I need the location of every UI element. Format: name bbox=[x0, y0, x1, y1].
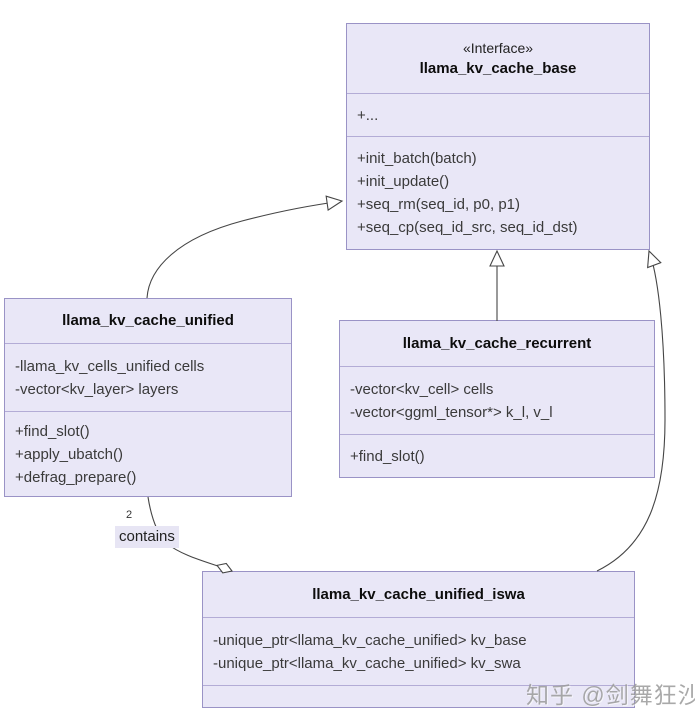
attributes-section: -vector<kv_cell> cells -vector<ggml_tens… bbox=[340, 366, 654, 434]
multiplicity-label: 2 bbox=[126, 509, 133, 521]
class-box-llama_kv_cache_recurrent: llama_kv_cache_recurrent -vector<kv_cell… bbox=[339, 320, 655, 478]
methods-section-empty bbox=[203, 685, 634, 707]
inheritance-arrow-unified-to-base bbox=[146, 195, 344, 299]
attribute-line: -unique_ptr<llama_kv_cache_unified> kv_s… bbox=[213, 654, 521, 672]
attribute-line: -vector<kv_cell> cells bbox=[350, 380, 494, 398]
method-line: +apply_ubatch() bbox=[15, 445, 123, 463]
method-line: +seq_rm(seq_id, p0, p1) bbox=[357, 196, 521, 213]
class-header: llama_kv_cache_unified bbox=[5, 299, 291, 343]
attributes-section: +... bbox=[347, 93, 649, 136]
class-header: llama_kv_cache_unified_iswa bbox=[203, 572, 634, 617]
class-box-llama_kv_cache_unified_iswa: llama_kv_cache_unified_iswa -unique_ptr<… bbox=[202, 571, 635, 708]
watermark-text: 知乎 @剑舞狂沙 bbox=[526, 682, 695, 708]
class-box-llama_kv_cache_base: «Interface» llama_kv_cache_base +... +in… bbox=[346, 23, 650, 250]
method-line: +init_batch(batch) bbox=[357, 150, 477, 167]
class-header: llama_kv_cache_recurrent bbox=[340, 321, 654, 366]
methods-section: +find_slot() bbox=[340, 434, 654, 477]
attribute-line: -vector<kv_layer> layers bbox=[15, 380, 179, 398]
attributes-section: -llama_kv_cells_unified cells -vector<kv… bbox=[5, 343, 291, 411]
methods-section: +init_batch(batch) +init_update() +seq_r… bbox=[347, 136, 649, 249]
attribute-line: +... bbox=[357, 106, 379, 124]
stereotype-label: «Interface» bbox=[462, 39, 534, 56]
method-line: +find_slot() bbox=[15, 422, 90, 440]
attributes-section: -unique_ptr<llama_kv_cache_unified> kv_b… bbox=[203, 617, 634, 685]
class-title: llama_kv_cache_base bbox=[419, 59, 577, 77]
method-line: +seq_cp(seq_id_src, seq_id_dst) bbox=[357, 219, 578, 236]
attribute-line: -vector<ggml_tensor*> k_l, v_l bbox=[350, 403, 553, 421]
method-line: +defrag_prepare() bbox=[15, 468, 137, 486]
class-title: llama_kv_cache_unified_iswa bbox=[312, 585, 525, 603]
class-box-llama_kv_cache_unified: llama_kv_cache_unified -llama_kv_cells_u… bbox=[4, 298, 292, 497]
method-line: +init_update() bbox=[357, 173, 450, 190]
attribute-line: -llama_kv_cells_unified cells bbox=[15, 357, 205, 375]
contains-label: contains bbox=[115, 526, 179, 548]
methods-section: +find_slot() +apply_ubatch() +defrag_pre… bbox=[5, 411, 291, 496]
method-line: +find_slot() bbox=[350, 447, 425, 465]
class-header: «Interface» llama_kv_cache_base bbox=[347, 24, 649, 93]
class-title: llama_kv_cache_unified bbox=[62, 312, 234, 329]
attribute-line: -unique_ptr<llama_kv_cache_unified> kv_b… bbox=[213, 631, 527, 649]
class-title: llama_kv_cache_recurrent bbox=[402, 334, 592, 352]
